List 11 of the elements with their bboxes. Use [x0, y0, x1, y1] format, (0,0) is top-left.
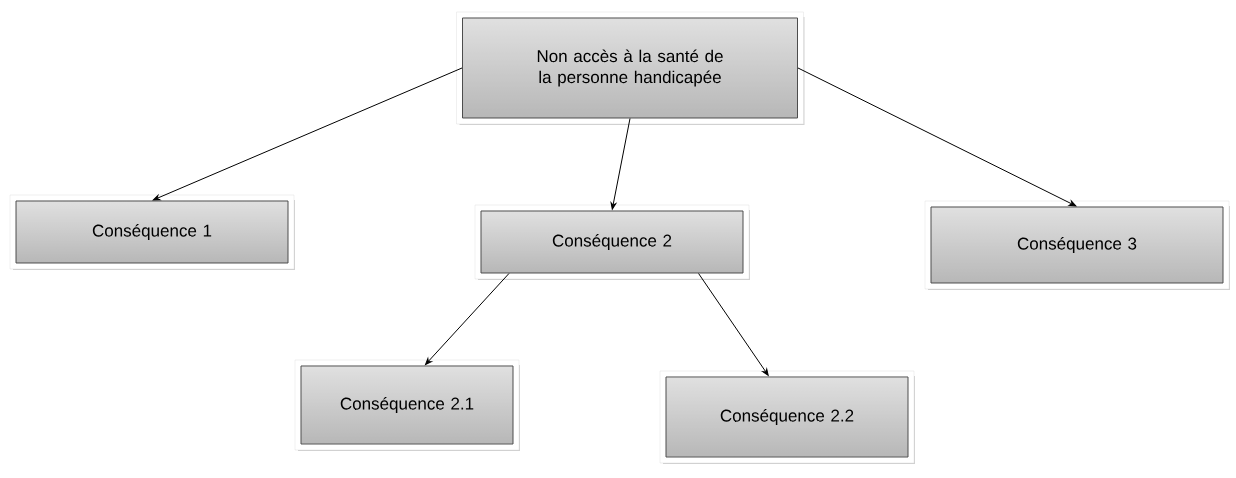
process-box: Conséquence 2.1: [294, 359, 520, 451]
arrow: [152, 67, 463, 201]
arrow: [698, 273, 769, 376]
process-box: Non accès à la santé de la personne handicapée: [456, 11, 805, 125]
arrow: [797, 67, 1077, 207]
arrow: [610, 118, 631, 210]
process-box: Conséquence 2.2: [659, 370, 915, 464]
process-box: Conséquence 1: [9, 194, 295, 270]
arrow: [425, 273, 510, 365]
process-box: Conséquence 3: [924, 200, 1230, 290]
process-box: Conséquence 2: [474, 204, 750, 280]
